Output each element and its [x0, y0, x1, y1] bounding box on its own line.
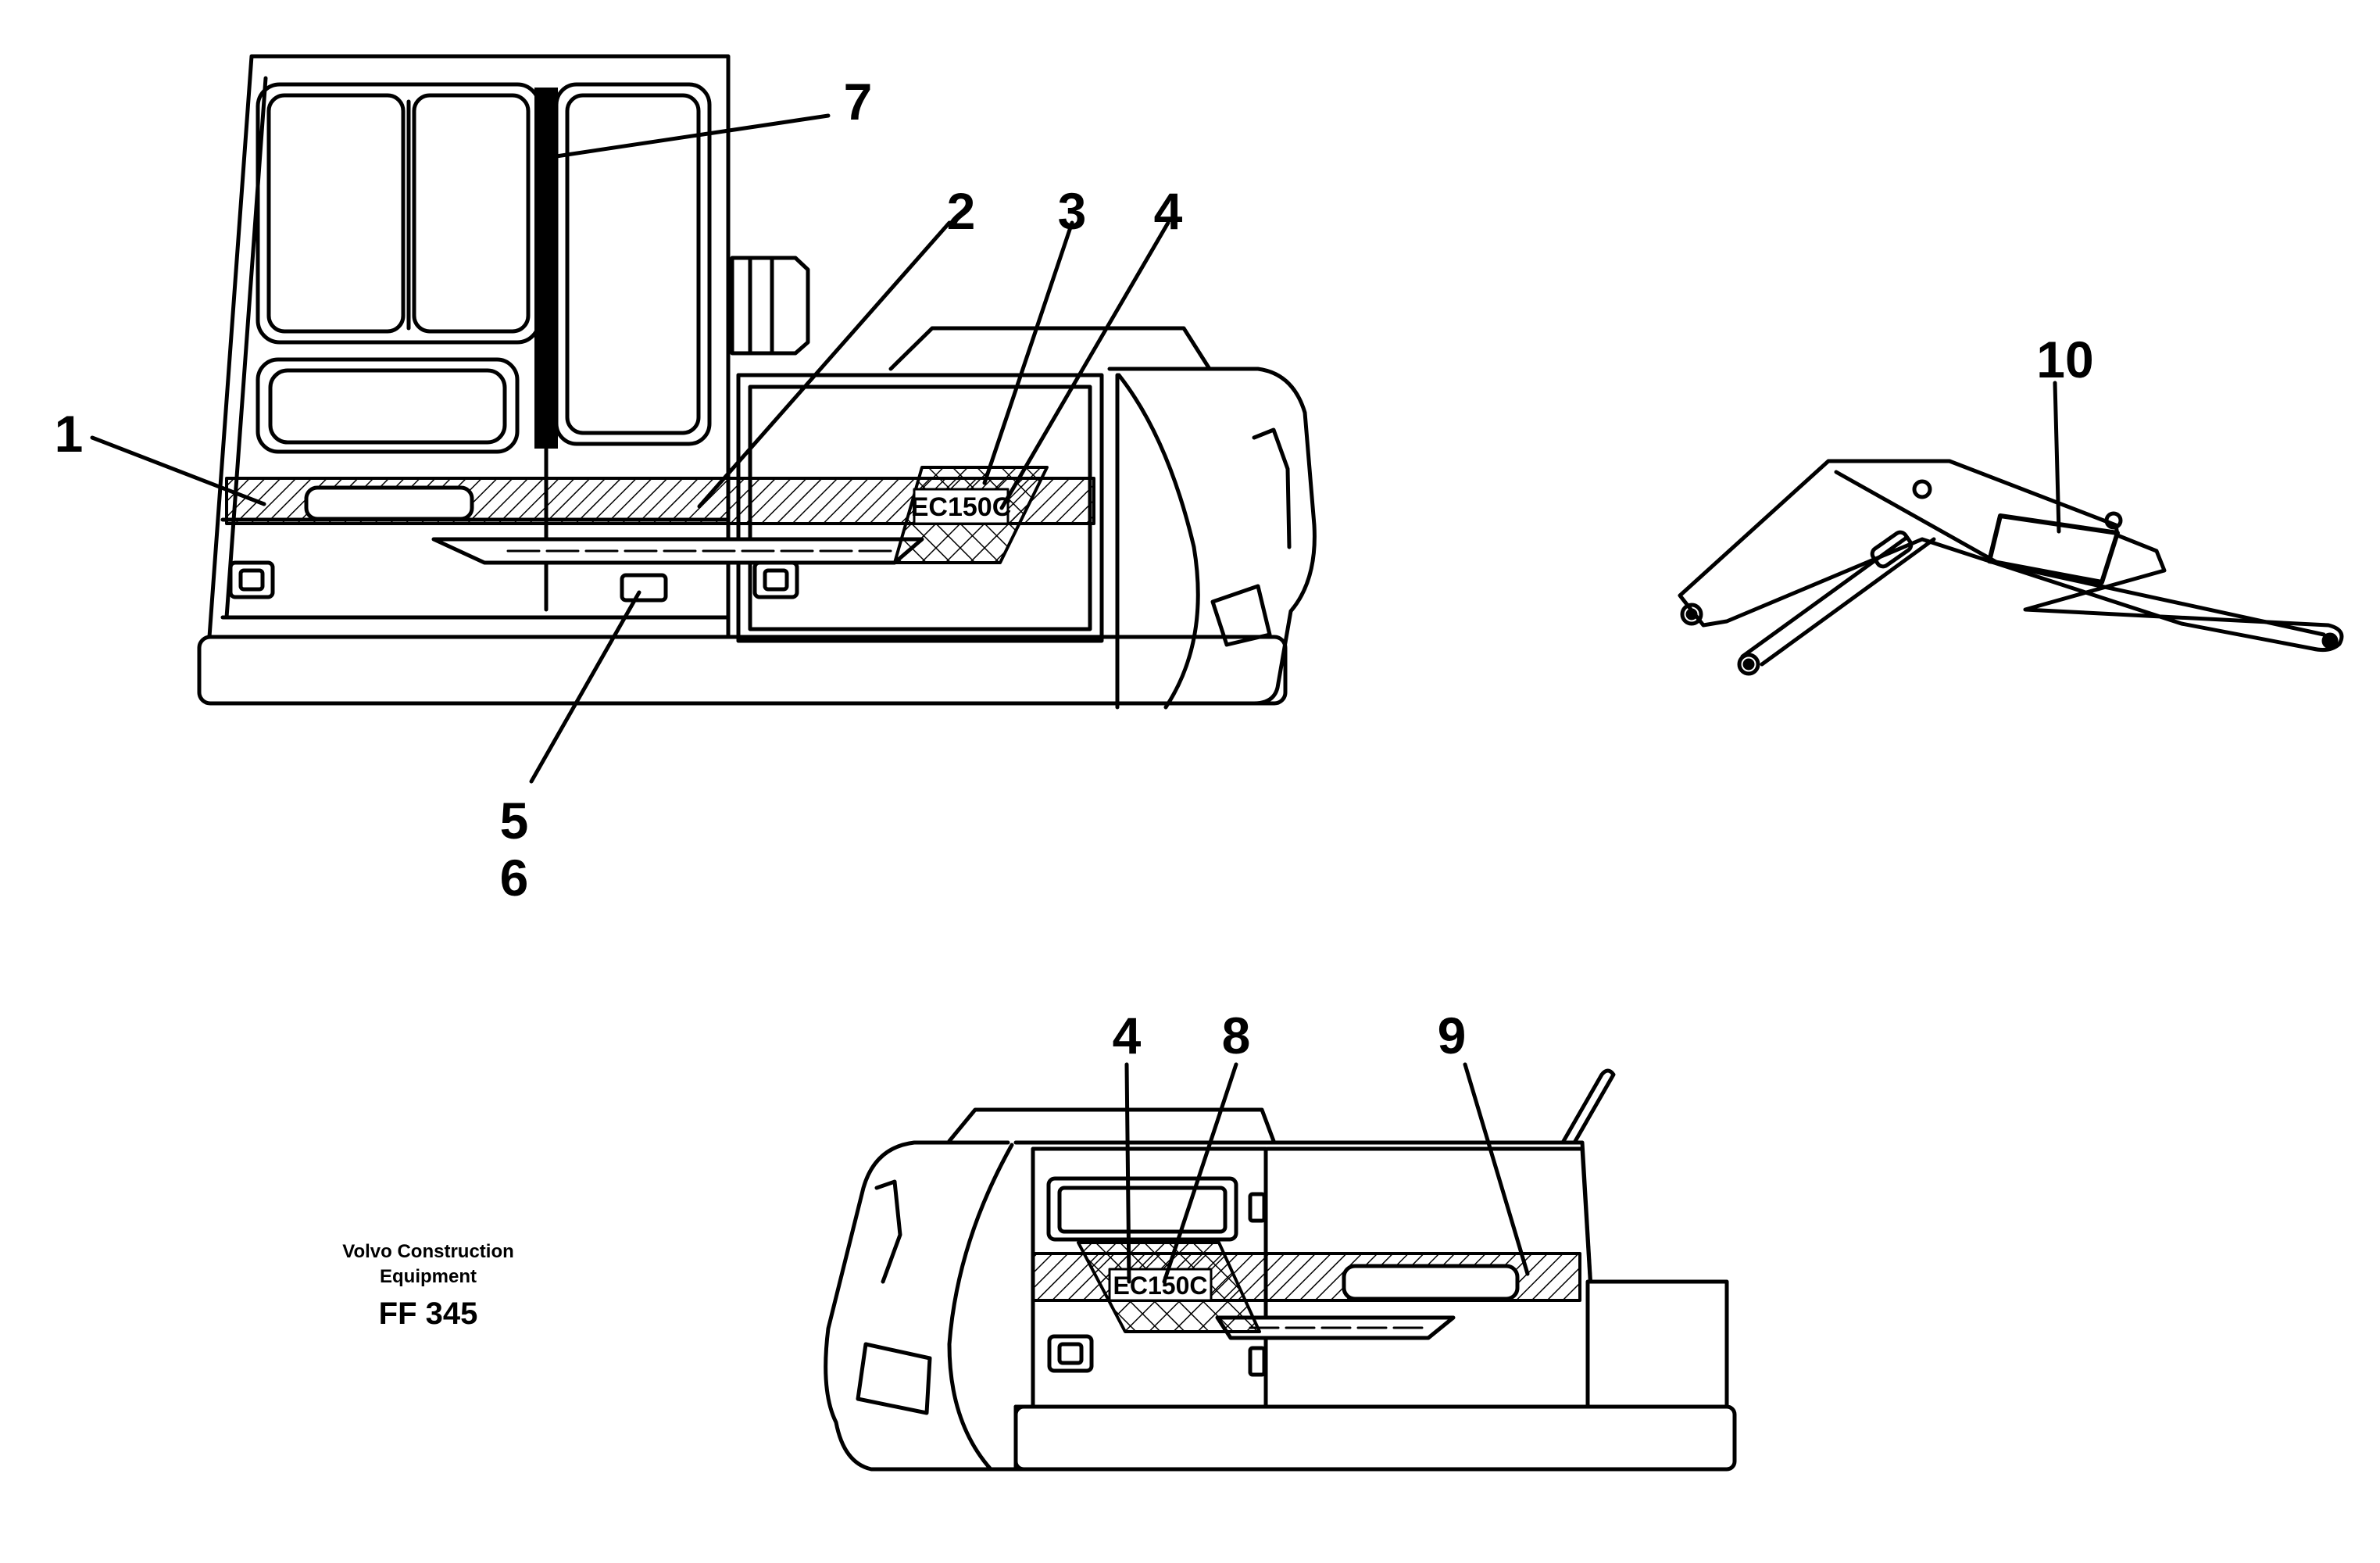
callout-5: 5 [499, 792, 529, 849]
callout-6: 6 [499, 849, 529, 907]
decal-model-text-bottom: EC150C [1113, 1272, 1208, 1300]
decal-model-text-top: EC150C [911, 492, 1012, 522]
caption-line-1: Volvo Construction [342, 1241, 514, 1262]
callout-9: 9 [1437, 1007, 1467, 1064]
figure-code: FF 345 [378, 1297, 478, 1331]
callout-10: 10 [2036, 331, 2094, 388]
callout-1: 1 [54, 405, 84, 463]
upper-structure-right-view [824, 1068, 1737, 1472]
callout-7: 7 [843, 73, 873, 131]
callout-8: 8 [1221, 1007, 1251, 1064]
callout-4: 4 [1153, 182, 1183, 240]
callout-2: 2 [946, 182, 976, 240]
leader-lines-top [90, 113, 1170, 784]
callout-4-lower: 4 [1112, 1007, 1142, 1064]
caption-line-2: Equipment [380, 1266, 477, 1287]
upper-structure-left-view [197, 54, 1317, 710]
boom-view [1678, 381, 2344, 676]
figure-caption: Volvo Construction Equipment FF 345 [272, 1239, 584, 1335]
leader-lines-bottom [1124, 1062, 1530, 1284]
callout-3: 3 [1057, 182, 1087, 240]
